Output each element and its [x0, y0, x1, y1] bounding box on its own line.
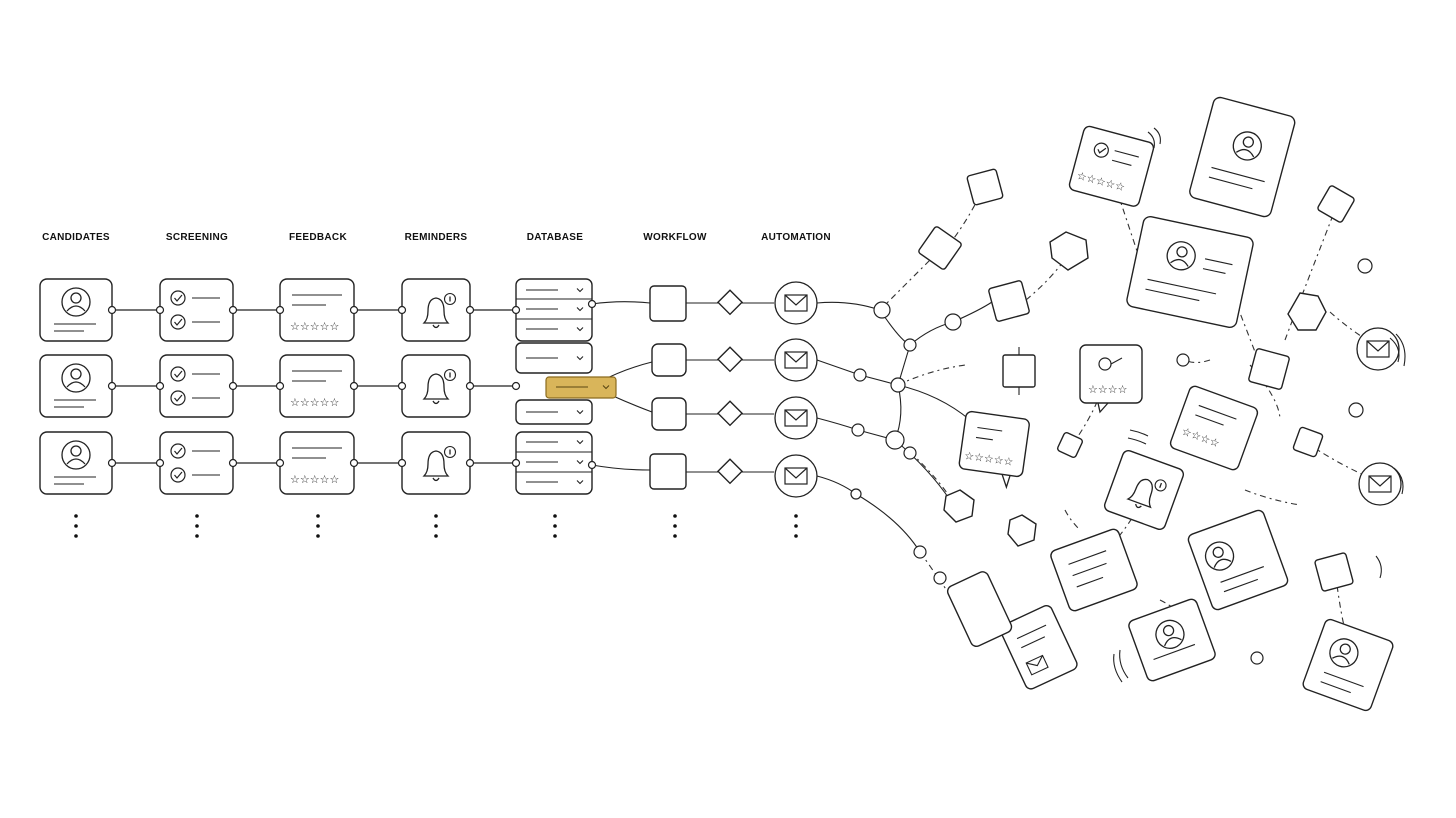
screening-card[interactable] [159, 278, 234, 342]
rating-stars: ☆☆☆☆☆ [290, 396, 339, 409]
automation-email-nodes[interactable] [774, 281, 818, 498]
feedback-card[interactable]: ☆☆☆☆☆ [279, 431, 355, 495]
column-label-automation: AUTOMATION [761, 232, 831, 243]
candidate-card[interactable] [39, 278, 113, 342]
candidate-card[interactable] [39, 431, 113, 495]
envelope-icon [774, 338, 818, 382]
rating-stars: ☆☆☆☆☆ [290, 320, 339, 333]
screening-card[interactable] [159, 431, 234, 495]
column-label-screening: SCREENING [166, 232, 228, 243]
database-stack[interactable] [515, 278, 593, 342]
chevron-down-icon [602, 385, 610, 390]
connector-dots [107, 299, 597, 470]
workflow-nodes[interactable] [649, 285, 744, 490]
selected-dropdown-highlight[interactable] [545, 376, 617, 399]
column-label-feedback: FEEDBACK [289, 232, 347, 243]
column-label-reminders: REMINDERS [405, 232, 468, 243]
reminder-card[interactable] [401, 354, 471, 418]
feedback-card[interactable]: ☆☆☆☆☆ [279, 354, 355, 418]
envelope-icon [774, 454, 818, 498]
scattered-network: ☆☆☆☆☆ ☆☆☆☆ ☆☆☆☆☆ ☆☆☆ [816, 96, 1406, 712]
envelope-icon [774, 396, 818, 440]
candidate-card[interactable] [39, 354, 113, 418]
svg-text:☆☆☆☆: ☆☆☆☆ [1088, 383, 1128, 396]
envelope-icon [774, 281, 818, 325]
database-stack[interactable] [515, 342, 593, 425]
reminder-card[interactable] [401, 431, 471, 495]
column-label-candidates: CANDIDATES [42, 232, 110, 243]
screening-card[interactable] [159, 354, 234, 418]
reminder-card[interactable] [401, 278, 471, 342]
continuation-ellipsis [74, 514, 798, 538]
feedback-card[interactable]: ☆☆☆☆☆ [279, 278, 355, 342]
column-label-workflow: WORKFLOW [643, 232, 707, 243]
column-label-database: DATABASE [527, 232, 584, 243]
rating-stars: ☆☆☆☆☆ [290, 473, 339, 486]
database-stack[interactable] [515, 431, 593, 495]
